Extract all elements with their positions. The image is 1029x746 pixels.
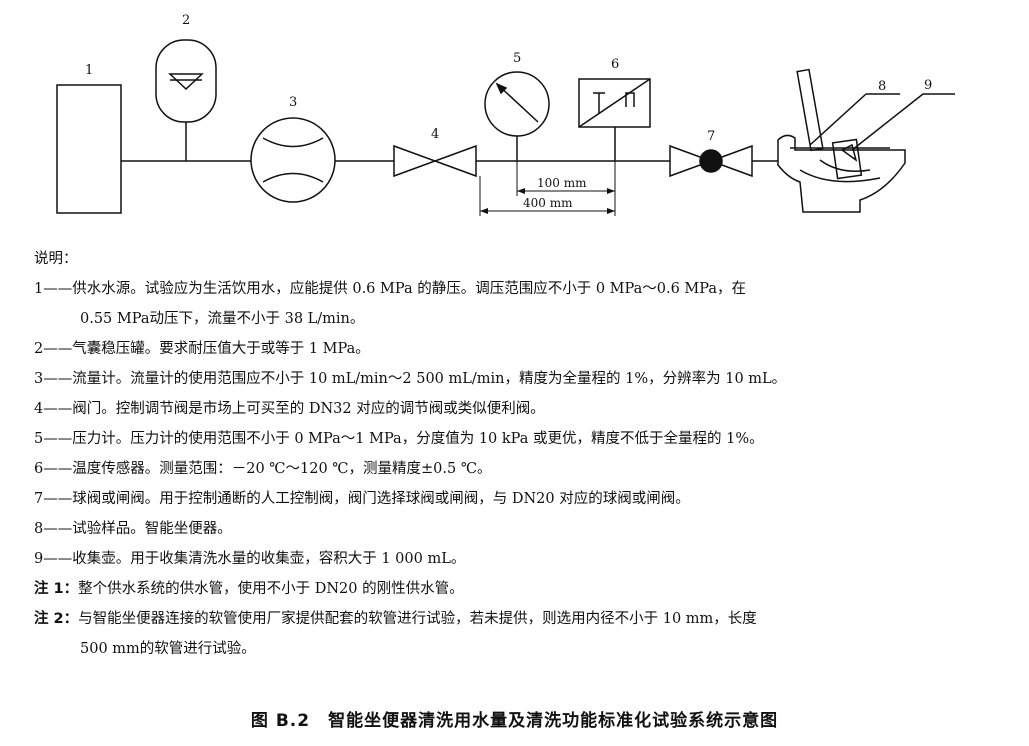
- label-3: 3: [289, 95, 297, 110]
- legend-item-8: 8——试验样品。智能坐便器。: [34, 521, 232, 537]
- label-1: 1: [85, 63, 93, 78]
- toilet-lid: [796, 68, 824, 152]
- legend-item-2: 2——气囊稳压罐。要求耐压值大于或等于 1 MPa。: [34, 341, 370, 357]
- legend-item-6: 6——温度传感器。测量范围：－20 ℃～120 ℃，测量精度±0.5 ℃。: [34, 461, 492, 477]
- note-2-cont: 500 mm的软管进行试验。: [80, 641, 256, 657]
- note-2: 注 2：与智能坐便器连接的软管使用厂家提供配套的软管进行试验，若未提供，则选用内…: [34, 611, 757, 627]
- tank-triangle-icon: [168, 73, 204, 91]
- label-4: 4: [431, 127, 439, 142]
- flowmeter-circle: [250, 117, 336, 203]
- label-9: 9: [924, 78, 932, 93]
- pressure-gauge-icon: [484, 71, 550, 137]
- label-7: 7: [707, 129, 715, 144]
- legend-item-5: 5——压力计。压力计的使用范围不小于 0 MPa～1 MPa，分度值为 10 k…: [34, 431, 764, 447]
- control-valve-icon: [393, 144, 438, 178]
- ball-valve-icon: [669, 144, 714, 178]
- label-5: 5: [513, 51, 521, 66]
- label-8: 8: [878, 79, 886, 94]
- legend-item-1: 1——供水水源。试验应为生活饮用水，应能提供 0.6 MPa 的静压。调压范围应…: [34, 281, 747, 297]
- figure-caption: 图 B.2 智能坐便器清洗用水量及清洗功能标准化试验系统示意图: [250, 711, 779, 731]
- dim-label-100: 100 mm: [537, 176, 587, 190]
- legend-item-9: 9——收集壶。用于收集清洗水量的收集壶，容积大于 1 000 mL。: [34, 551, 466, 567]
- legend: 说明： 1——供水水源。试验应为生活饮用水，应能提供 0.6 MPa 的静压。调…: [34, 244, 1024, 664]
- label-2: 2: [182, 13, 190, 28]
- legend-item-3: 3——流量计。流量计的使用范围应不小于 10 mL/min～2 500 mL/m…: [34, 371, 787, 387]
- note-1: 注 1：整个供水系统的供水管，使用不小于 DN20 的刚性供水管。: [34, 581, 464, 597]
- dim-label-400: 400 mm: [523, 196, 573, 210]
- legend-item-4: 4——阀门。控制调节阀是市场上可买至的 DN32 对应的调节阀或类似便利阀。: [34, 401, 545, 417]
- pressure-tank: [155, 39, 217, 123]
- label-6: 6: [611, 57, 619, 72]
- legend-item-7: 7——球阀或闸阀。用于控制通断的人工控制阀，阀门选择球阀或闸阀，与 DN20 对…: [34, 491, 690, 507]
- legend-item-1-cont: 0.55 MPa动压下，流量不小于 38 L/min。: [80, 311, 365, 327]
- water-source-box: [56, 84, 122, 214]
- legend-heading: 说明：: [34, 251, 78, 267]
- toilet-outline: [777, 134, 906, 213]
- collection-jug: [831, 138, 863, 180]
- system-diagram: 1 2 3 4 5 6 7 8 9 100 mm 400 mm: [56, 13, 955, 216]
